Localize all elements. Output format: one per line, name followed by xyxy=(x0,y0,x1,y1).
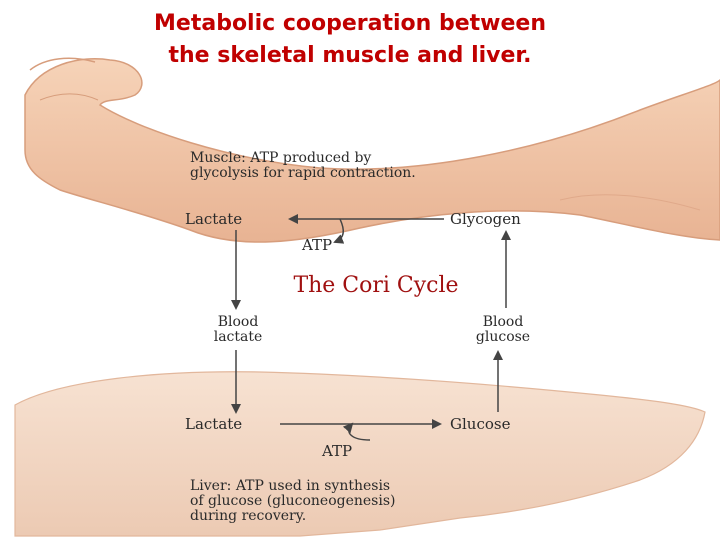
liver-atp-arrow xyxy=(342,422,371,441)
liver-caption-line2: of glucose (gluconeogenesis) xyxy=(190,493,395,509)
blood-lactate-line1: Blood xyxy=(218,314,259,330)
blood-glucose-line2: glucose xyxy=(476,329,530,345)
liver-caption-line1: Liver: ATP used in synthesis xyxy=(190,478,390,494)
muscle-glycogen-label: Glycogen xyxy=(450,210,521,228)
liver-glucose-label: Glucose xyxy=(450,415,511,433)
page-title: Metabolic cooperation between the skelet… xyxy=(0,8,700,72)
blood-glucose-line1: Blood xyxy=(483,314,524,330)
muscle-lactate-label: Lactate xyxy=(185,210,242,228)
arm-illustration xyxy=(24,57,720,243)
page-title-line1: Metabolic cooperation between xyxy=(154,11,546,36)
muscle-atp-label: ATP xyxy=(301,236,332,254)
liver-illustration xyxy=(14,371,706,537)
muscle-caption-line1: Muscle: ATP produced by xyxy=(190,150,371,166)
muscle-caption-line2: glycolysis for rapid contraction. xyxy=(190,165,416,181)
liver-lactate-label: Lactate xyxy=(185,415,242,433)
muscle-atp-arrow xyxy=(333,218,345,244)
liver-atp-label: ATP xyxy=(321,442,352,460)
page-title-line2: the skeletal muscle and liver. xyxy=(168,43,532,68)
cori-cycle-subtitle: The Cori Cycle xyxy=(293,273,458,298)
blood-lactate-line2: lactate xyxy=(214,329,263,345)
liver-caption-line3: during recovery. xyxy=(190,508,306,524)
